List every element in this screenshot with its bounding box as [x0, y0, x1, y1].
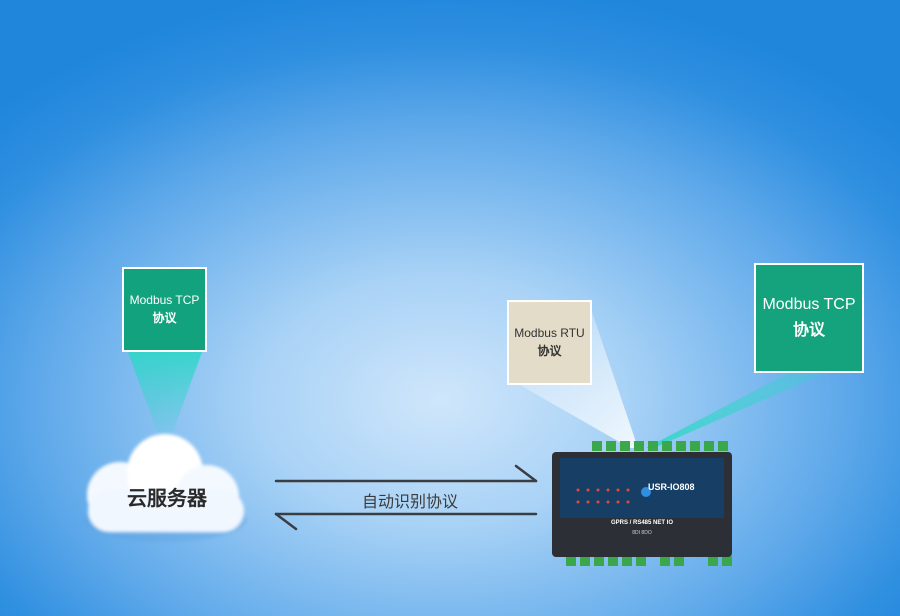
rtu-label: Modbus RTU	[514, 326, 585, 340]
right-tcp-label: Modbus TCP	[762, 296, 856, 313]
left-tcp-label: Modbus TCP	[129, 293, 200, 307]
right-tcp-beam	[646, 355, 866, 448]
modbus-rtu-box: Modbus RTU 协议	[507, 300, 592, 385]
io-device: USR-IO808 GPRS / RS485 NET IO 8DI 8DO	[552, 452, 732, 557]
rtu-sublabel: 协议	[537, 344, 562, 358]
cloud-shape	[83, 434, 247, 542]
device-panel	[560, 458, 724, 518]
arrow-left	[274, 512, 538, 531]
cloud-server-label: 云服务器	[127, 488, 207, 510]
arrow-right	[274, 464, 538, 483]
left-tcp-sublabel: 协议	[152, 311, 177, 325]
device-model: USR-IO808	[648, 482, 695, 492]
right-tcp-sublabel: 协议	[792, 322, 825, 339]
device-terminals-bottom	[566, 556, 732, 566]
device-leds	[576, 487, 651, 504]
brand-logo-icon	[641, 487, 651, 497]
device-terminals-top	[592, 441, 728, 451]
left-tcp-beam	[128, 352, 202, 440]
auto-detect-label: 自动识别协议	[361, 494, 458, 511]
right-modbus-tcp-box: Modbus TCP 协议	[754, 263, 864, 373]
device-type: GPRS / RS485 NET IO	[610, 520, 674, 526]
left-modbus-tcp-box: Modbus TCP 协议	[122, 267, 207, 352]
device-io: 8DI 8DO	[632, 530, 652, 536]
